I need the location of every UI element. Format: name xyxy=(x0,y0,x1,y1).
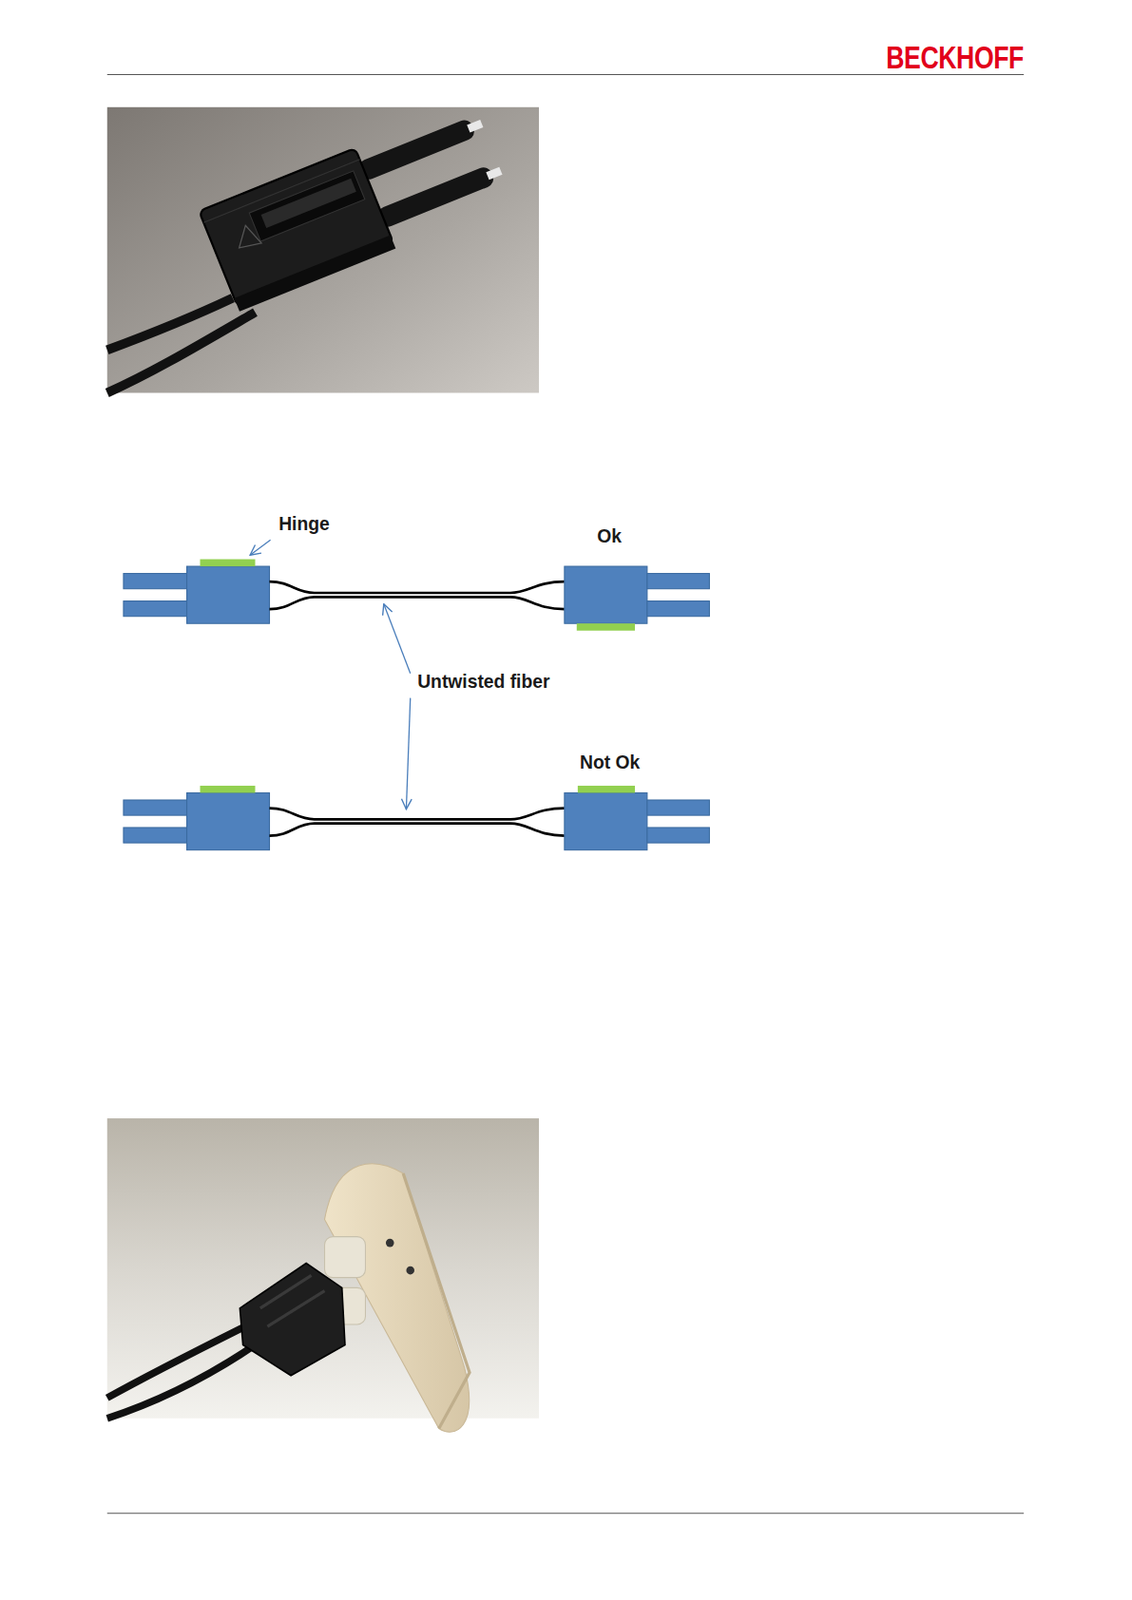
fiber-cable xyxy=(107,1344,256,1419)
latch xyxy=(261,178,357,229)
connector-housing xyxy=(239,1264,346,1377)
ferrule xyxy=(374,164,497,230)
callout-label: Ok xyxy=(596,526,622,548)
prong xyxy=(123,601,188,617)
latch-slot xyxy=(249,171,365,242)
connector-body xyxy=(198,100,513,312)
hinge-mark xyxy=(199,559,255,568)
leader-arrow xyxy=(405,698,410,810)
housing-ridge xyxy=(260,1275,326,1327)
leader-arrow xyxy=(383,604,411,674)
prong xyxy=(123,827,188,844)
housing-side xyxy=(233,234,396,311)
fiber-cable xyxy=(107,312,256,394)
plate-hole xyxy=(405,1266,415,1276)
connector-box xyxy=(564,792,648,850)
connector-photo xyxy=(107,100,539,393)
footer-rule xyxy=(107,1513,1024,1515)
plate-hole xyxy=(385,1239,395,1248)
ferrule xyxy=(355,117,478,183)
prong xyxy=(123,574,188,590)
callout-label: Untwisted fiber xyxy=(417,671,550,693)
callout-label: Not Ok xyxy=(579,752,640,774)
prong xyxy=(647,827,710,844)
fiber xyxy=(269,824,565,837)
pin-tip xyxy=(466,119,483,134)
ferrule-holder xyxy=(325,1237,366,1279)
plugged-connector-photo xyxy=(107,1118,539,1433)
fiber-cable xyxy=(107,298,233,351)
connector-box xyxy=(564,566,648,624)
prong xyxy=(123,800,188,816)
prong xyxy=(647,574,710,590)
hinge-mark xyxy=(576,623,635,632)
fiber xyxy=(269,581,565,594)
pin-tip xyxy=(485,167,502,181)
brand-logo: BECKHOFF xyxy=(885,39,1024,77)
leader-arrow xyxy=(249,539,270,556)
connector-box xyxy=(187,792,270,850)
photo-background xyxy=(107,1118,539,1420)
photo-background xyxy=(107,107,539,394)
connector-box xyxy=(187,566,270,624)
plate-edge xyxy=(402,1173,470,1429)
mounting-plate xyxy=(325,1164,470,1433)
fiber xyxy=(269,808,565,821)
not-ok-cable-diagram xyxy=(123,786,710,851)
callout-label: Hinge xyxy=(278,514,330,536)
edge-highlight xyxy=(203,159,360,223)
hinge-mark xyxy=(199,786,255,794)
marking xyxy=(231,222,262,252)
prong xyxy=(647,800,710,816)
ok-cable-diagram xyxy=(123,559,710,632)
hinge-mark xyxy=(577,786,635,794)
fiber xyxy=(269,596,565,610)
prong xyxy=(647,601,710,617)
